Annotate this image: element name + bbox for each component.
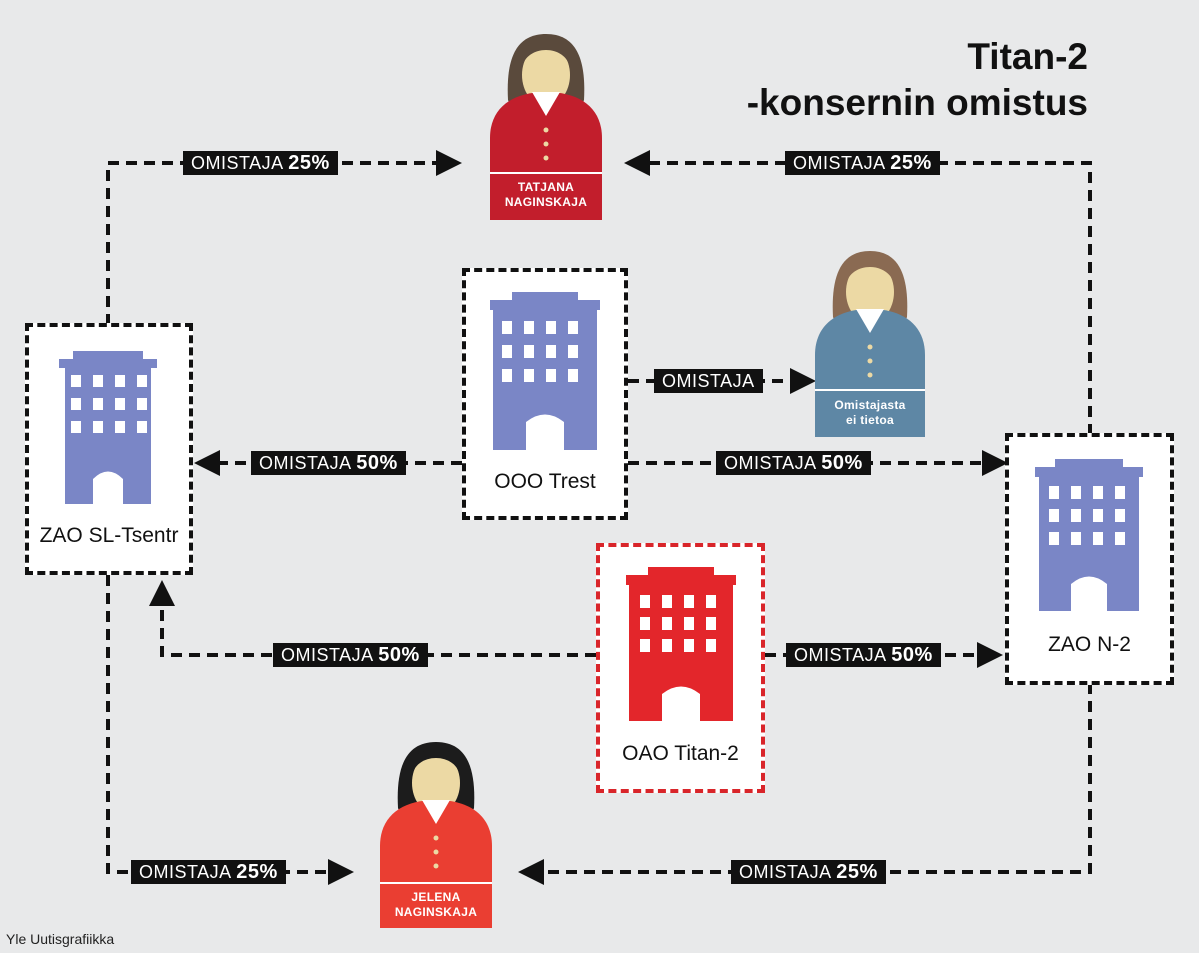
arrowhead-tatjana-right: [624, 150, 650, 176]
arrowhead-jelena-right: [518, 859, 544, 885]
company-oao-titan2: OAO Titan-2: [596, 543, 765, 793]
edge-label-text: OMISTAJA: [724, 453, 816, 473]
edge-label-text: OMISTAJA: [281, 645, 373, 665]
edge-label-percent: 25%: [288, 152, 330, 174]
edge-label-titan-to-sl: OMISTAJA 50%: [273, 643, 428, 667]
edge-label-text: OMISTAJA: [739, 862, 831, 882]
edge-label-titan-to-n2: OMISTAJA 50%: [786, 643, 941, 667]
edge-label-percent: 25%: [890, 152, 932, 174]
company-label: OAO Titan-2: [622, 742, 739, 765]
person-label-line-1: TATJANA: [517, 180, 575, 194]
person-icon: [815, 251, 925, 437]
edge-label-percent: 50%: [378, 644, 420, 666]
arrowhead-sl-from-trest: [194, 450, 220, 476]
edge-label-percent: 25%: [236, 861, 278, 883]
person-label-line-1: JELENA: [411, 890, 461, 904]
person-label: Omistajasta ei tietoa: [815, 398, 925, 428]
person-label-line-2: NAGINSKAJA: [504, 195, 588, 209]
title-line-2: -konsernin omistus: [746, 82, 1088, 123]
building-icon: [59, 351, 157, 504]
arrowhead-unknown: [790, 368, 816, 394]
arrowhead-tatjana-left: [436, 150, 462, 176]
person-tatjana-naginskaja: TATJANA NAGINSKAJA: [490, 30, 602, 220]
edge-sl-to-jelena: [106, 575, 335, 874]
person-icon: [380, 742, 492, 928]
edge-label-text: OMISTAJA: [662, 371, 755, 391]
edge-label-text: OMISTAJA: [793, 153, 885, 173]
person-label: TATJANA NAGINSKAJA: [490, 180, 602, 210]
edge-label-sl-to-jelena: OMISTAJA 25%: [131, 860, 286, 884]
edge-label-trest-to-n2: OMISTAJA 50%: [716, 451, 871, 475]
edge-label-percent: 50%: [821, 452, 863, 474]
edge-label-text: OMISTAJA: [259, 453, 351, 473]
company-label: ZAO SL-Tsentr: [39, 524, 179, 547]
edge-label-n2-to-jelena: OMISTAJA 25%: [731, 860, 886, 884]
credit-line: Yle Uutisgrafiikka: [6, 931, 115, 947]
building-icon: [1035, 459, 1143, 611]
edge-n2-to-jelena: [537, 683, 1092, 874]
person-label: JELENA NAGINSKAJA: [380, 890, 492, 920]
person-icon: [490, 34, 602, 220]
person-unknown-owner: Omistajasta ei tietoa: [815, 247, 925, 437]
edge-label-text: OMISTAJA: [139, 862, 231, 882]
title-line-1: Titan-2: [967, 36, 1088, 77]
edge-label-trest-to-unknown: OMISTAJA: [654, 369, 763, 393]
company-label: ZAO N-2: [1048, 633, 1131, 656]
edge-label-text: OMISTAJA: [794, 645, 886, 665]
edge-label-n2-to-tatjana: OMISTAJA 25%: [785, 151, 940, 175]
edge-label-percent: 50%: [891, 644, 933, 666]
diagram-title: Titan-2 -konsernin omistus: [747, 34, 1088, 126]
person-label-line-2: NAGINSKAJA: [394, 905, 478, 919]
edge-titan-to-sl: [160, 605, 596, 657]
arrowhead-jelena-left: [328, 859, 354, 885]
edge-label-sl-to-tatjana: OMISTAJA 25%: [183, 151, 338, 175]
building-icon: [490, 292, 600, 450]
edge-label-percent: 50%: [356, 452, 398, 474]
building-icon: [626, 567, 736, 721]
arrowhead-n2-from-trest: [982, 450, 1008, 476]
company-ooo-trest: OOO Trest: [462, 268, 628, 520]
company-label: OOO Trest: [494, 470, 596, 493]
person-jelena-naginskaja: JELENA NAGINSKAJA: [380, 738, 492, 928]
company-sl-tsentr: ZAO SL-Tsentr: [25, 323, 193, 575]
edge-label-text: OMISTAJA: [191, 153, 283, 173]
company-zao-n2: ZAO N-2: [1005, 433, 1174, 685]
person-label-line-1: Omistajasta: [834, 398, 906, 412]
edge-sl-to-tatjana: [106, 161, 445, 325]
arrowhead-n2-from-titan: [977, 642, 1003, 668]
edge-label-trest-to-sl: OMISTAJA 50%: [251, 451, 406, 475]
person-label-line-2: ei tietoa: [845, 413, 895, 427]
edge-n2-to-tatjana: [640, 161, 1092, 435]
arrowhead-sl-from-titan: [149, 580, 175, 606]
edge-label-percent: 25%: [836, 861, 878, 883]
